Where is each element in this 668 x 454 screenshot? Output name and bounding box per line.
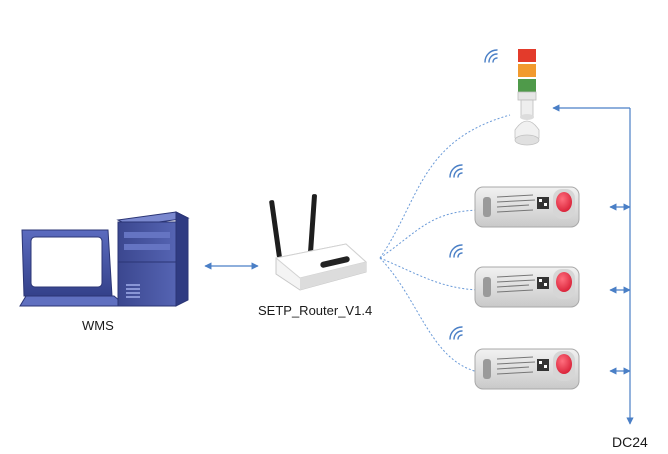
pick-to-light-button-icon: [474, 186, 580, 228]
pick-to-light-button-icon: [474, 266, 580, 308]
stack-tower-light-icon: [514, 49, 540, 146]
button-unit-1: [449, 164, 580, 228]
button-unit-2: [449, 244, 580, 308]
wifi-signal-icon: [449, 326, 463, 340]
wifi-signal-icon: [484, 49, 498, 63]
pc-tower-icon: [116, 211, 190, 307]
wms-label: WMS: [82, 318, 114, 333]
wireless-link-unit-3: [379, 257, 479, 373]
power-bus: [552, 104, 634, 425]
router: [269, 194, 368, 291]
wifi-router-icon: [269, 194, 368, 291]
pick-to-light-button-icon: [474, 348, 580, 390]
wifi-signal-icon: [449, 244, 463, 258]
power-label: DC24: [612, 434, 648, 450]
workstation: [19, 211, 190, 307]
monitor-icon: [19, 229, 128, 307]
wireless-link-tower: [379, 114, 511, 259]
wireless-links: [379, 114, 511, 373]
button-unit-3: [449, 326, 580, 390]
router-label: SETP_Router_V1.4: [258, 303, 373, 318]
tower-light: [484, 49, 540, 146]
wifi-signal-icon: [449, 164, 463, 178]
wireless-link-unit-2: [379, 257, 479, 291]
wireless-link-unit-1: [379, 209, 479, 259]
